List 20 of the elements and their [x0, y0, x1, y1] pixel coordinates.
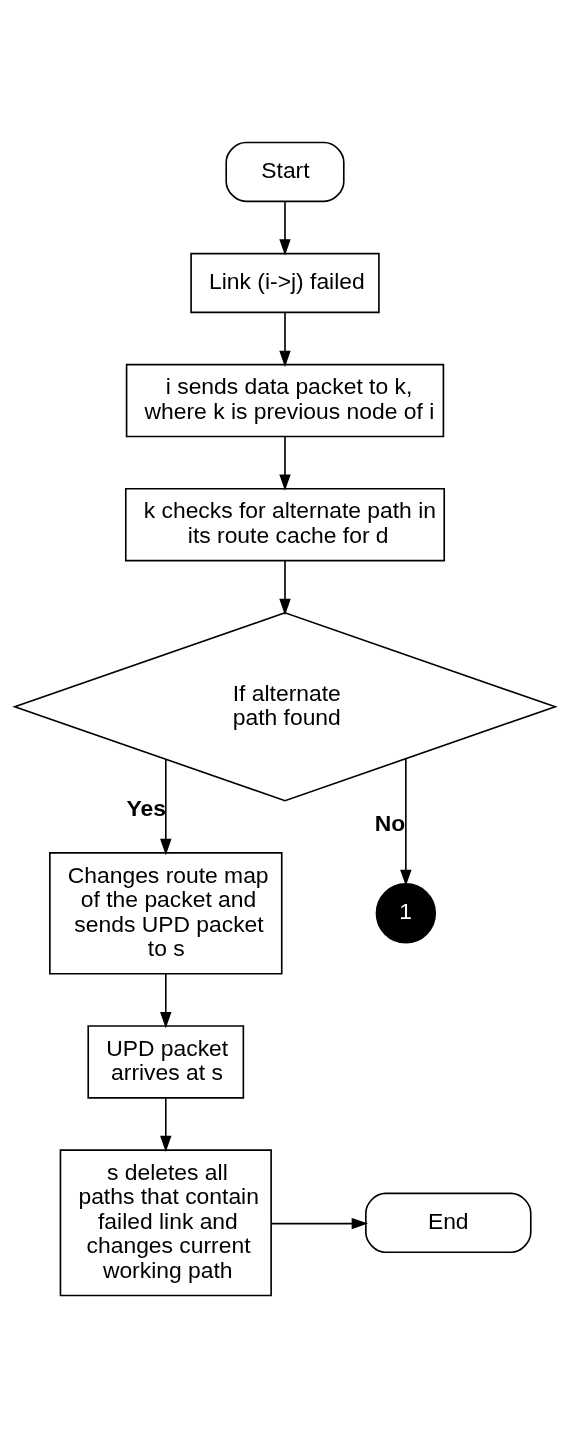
arrow	[279, 559, 291, 615]
node-box: Start	[225, 141, 345, 202]
arrow	[279, 435, 291, 491]
arrow	[279, 200, 291, 256]
node-circle: 1	[375, 882, 437, 944]
node-diamond: If alternate path found	[12, 611, 558, 801]
node-box: k checks for alternate path in its route cache for d	[124, 487, 446, 561]
edge-label: No	[374, 809, 406, 836]
node-box: Link (i->j) failed	[190, 252, 380, 313]
arrow	[160, 972, 172, 1028]
node-box: i sends data packet to k, where k is previous node of i	[125, 363, 445, 437]
node-box: UPD packet arrives at s	[87, 1024, 245, 1099]
arrow	[270, 1217, 368, 1229]
node-box: s deletes all paths that contain failed link and changes current working path	[59, 1148, 272, 1296]
arrow	[400, 757, 412, 886]
node-box: Changes route map of the packet and sends UPD packet to s	[49, 851, 283, 975]
arrow	[160, 1097, 172, 1152]
arrow	[279, 311, 291, 367]
arrow	[160, 758, 172, 855]
node-box: End	[365, 1192, 532, 1253]
